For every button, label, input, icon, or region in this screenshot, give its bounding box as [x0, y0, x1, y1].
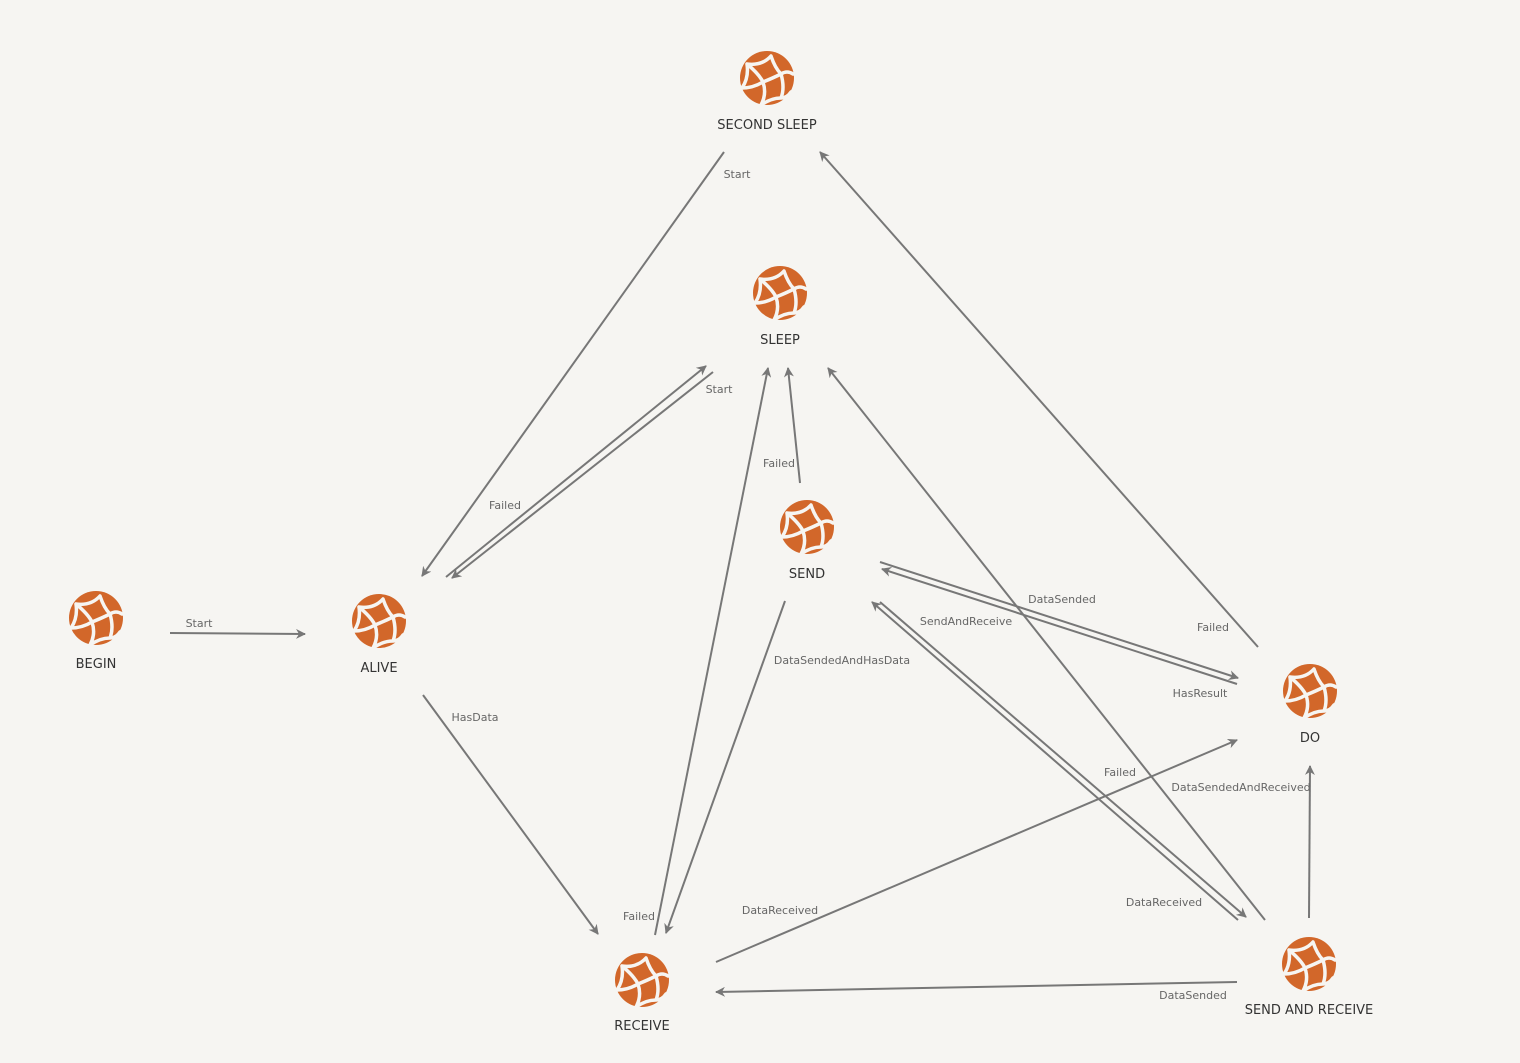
edge-arrow[interactable]	[715, 981, 1238, 997]
edge-send-to-receive[interactable]: DataSendedAndHasData	[664, 600, 910, 934]
edge-label: Failed	[623, 910, 655, 923]
node-receive[interactable]: RECEIVE	[613, 951, 671, 1034]
network-globe-icon[interactable]	[778, 498, 836, 556]
edge-arrow[interactable]	[827, 367, 1266, 921]
node-do[interactable]: DO	[1281, 662, 1339, 746]
edge-label: Failed	[489, 499, 521, 512]
edge-label: HasData	[451, 711, 498, 724]
edge-send-and-receive-to-do[interactable]: DataSendedAndReceived	[1171, 765, 1315, 919]
edge-arrow[interactable]	[445, 365, 707, 578]
edge-label: DataSended	[1159, 989, 1227, 1002]
network-globe-icon[interactable]	[1280, 935, 1338, 993]
edge-receive-to-do[interactable]: DataReceived	[715, 738, 1238, 963]
edge-second-sleep-to-alive[interactable]: Start	[421, 151, 752, 577]
edge-send-and-receive-to-receive[interactable]: DataSended	[715, 981, 1238, 1002]
edge-label: DataReceived	[1126, 896, 1202, 909]
edge-arrow[interactable]	[664, 600, 786, 934]
edge-label: Start	[186, 617, 214, 630]
edge-label: Start	[724, 168, 752, 181]
node-begin[interactable]: BEGIN	[67, 589, 125, 672]
edge-label: DataSendedAndHasData	[774, 654, 910, 667]
edge-arrow[interactable]	[422, 694, 599, 935]
network-globe-icon[interactable]	[751, 264, 809, 322]
edge-send-to-do[interactable]: DataSended	[879, 561, 1239, 680]
edge-arrow[interactable]	[881, 567, 1238, 685]
edge-arrow[interactable]	[169, 628, 306, 639]
edge-arrow[interactable]	[879, 601, 1247, 918]
edge-label: Start	[706, 383, 734, 396]
network-globe-icon[interactable]	[350, 592, 408, 650]
edge-label: DataSended	[1028, 593, 1096, 606]
edge-label: HasResult	[1173, 687, 1228, 700]
edge-arrow[interactable]	[871, 601, 1239, 921]
edge-begin-to-alive[interactable]: Start	[169, 617, 306, 639]
edge-arrow[interactable]	[783, 367, 801, 484]
edge-arrow[interactable]	[879, 561, 1239, 680]
edge-arrow[interactable]	[451, 371, 714, 579]
edge-arrow[interactable]	[654, 367, 772, 936]
edge-label: Failed	[1104, 766, 1136, 779]
node-send[interactable]: SEND	[778, 498, 836, 582]
node-label: SLEEP	[760, 333, 800, 348]
node-label: ALIVE	[360, 661, 397, 676]
node-label: SECOND SLEEP	[717, 118, 817, 133]
edge-alive-to-sleep[interactable]: Start	[445, 365, 734, 578]
node-label: SEND AND RECEIVE	[1245, 1003, 1374, 1018]
edge-label: Failed	[1197, 621, 1229, 634]
edge-arrow[interactable]	[715, 738, 1238, 963]
network-globe-icon[interactable]	[613, 951, 671, 1009]
nodes-layer: SECOND SLEEP SLEEP SEND BEGIN ALIVE DO RECEIVE…	[67, 49, 1374, 1034]
edge-alive-to-receive[interactable]: HasData	[422, 694, 599, 935]
edge-send-and-receive-to-sleep[interactable]: Failed	[827, 367, 1266, 921]
network-globe-icon[interactable]	[67, 589, 125, 647]
node-label: SEND	[789, 567, 825, 582]
edge-arrow[interactable]	[1304, 765, 1315, 919]
network-globe-icon[interactable]	[1281, 662, 1339, 720]
edge-send-and-receive-to-send[interactable]: DataReceived	[871, 601, 1239, 921]
edge-label: SendAndReceive	[920, 615, 1012, 628]
node-sleep[interactable]: SLEEP	[751, 264, 809, 348]
edge-arrow[interactable]	[819, 151, 1259, 648]
edge-arrow[interactable]	[421, 151, 725, 577]
node-alive[interactable]: ALIVE	[350, 592, 408, 676]
node-second-sleep[interactable]: SECOND SLEEP	[717, 49, 817, 133]
edge-receive-to-sleep[interactable]: Failed	[623, 367, 772, 936]
edge-do-to-second-sleep[interactable]: Failed	[819, 151, 1259, 648]
edge-send-to-send-and-receive[interactable]: SendAndReceive	[879, 601, 1247, 918]
node-label: BEGIN	[76, 657, 117, 672]
edges-layer: StartStartStartFailedHasDataFailedFailed…	[169, 151, 1315, 1002]
network-globe-icon[interactable]	[738, 49, 796, 107]
node-label: DO	[1300, 731, 1320, 746]
edge-label: DataReceived	[742, 904, 818, 917]
node-label: RECEIVE	[614, 1019, 669, 1034]
edge-sleep-to-alive[interactable]: Failed	[451, 371, 714, 579]
edge-label: DataSendedAndReceived	[1171, 781, 1310, 794]
edge-send-to-sleep[interactable]: Failed	[763, 367, 801, 484]
edge-label: Failed	[763, 457, 795, 470]
node-send-and-receive[interactable]: SEND AND RECEIVE	[1245, 935, 1374, 1018]
edge-do-to-send[interactable]: HasResult	[881, 567, 1238, 700]
